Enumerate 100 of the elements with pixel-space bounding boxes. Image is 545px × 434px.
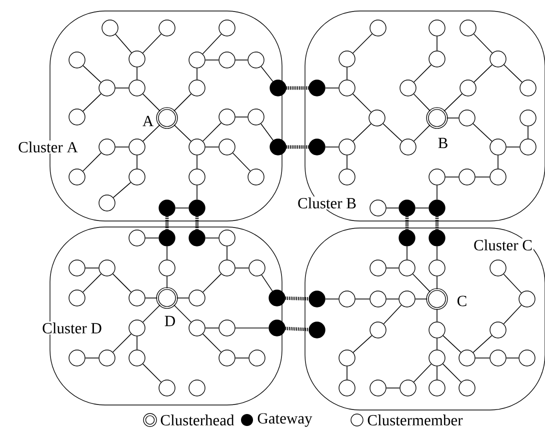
link-line (82, 93, 102, 112)
link-line (166, 276, 168, 289)
head-label: C (457, 296, 466, 306)
link-line (383, 304, 402, 324)
member-circle (458, 110, 476, 126)
link-line (82, 152, 102, 172)
member-circle (520, 80, 536, 96)
member-circle (218, 138, 236, 156)
link-line (354, 298, 370, 300)
member-circle (68, 350, 86, 366)
gateway-link (286, 86, 309, 90)
link-line (436, 366, 438, 380)
member-circle (338, 168, 356, 186)
link-line (112, 274, 132, 292)
member-circle (188, 138, 206, 156)
gateway-dot (308, 138, 326, 156)
member-circle (218, 230, 236, 246)
member-circle (370, 380, 386, 396)
member-circle (398, 290, 416, 308)
link-line (202, 34, 222, 54)
link-line (474, 64, 492, 83)
member-circle (158, 260, 176, 276)
member-circle (98, 350, 116, 366)
link-line (112, 334, 132, 352)
link-line (202, 334, 222, 352)
member-circle (490, 168, 506, 186)
link-line (414, 124, 430, 142)
link-line (82, 65, 102, 83)
gateway-dot (158, 230, 176, 246)
member-circle (128, 80, 146, 96)
link-line (473, 34, 493, 54)
link-line (196, 68, 198, 80)
link-line (406, 246, 408, 260)
link-line (386, 298, 400, 300)
member-circle (68, 290, 86, 306)
member-circle (338, 80, 356, 96)
member-circle (68, 108, 86, 126)
gateway-link (195, 216, 199, 230)
link-line (166, 246, 168, 260)
link-line (506, 146, 520, 148)
member-circle (128, 350, 146, 366)
member-circle (68, 260, 86, 276)
member-circle (68, 52, 86, 68)
link-line (174, 124, 192, 142)
member-circle (158, 380, 176, 396)
link-line (115, 34, 132, 54)
link-line (82, 274, 102, 292)
member-circle (98, 260, 116, 276)
link-line (436, 276, 438, 290)
link-line (472, 123, 492, 142)
link-line (226, 246, 228, 260)
member-circle (428, 260, 446, 276)
member-circle (370, 20, 386, 36)
member-circle (520, 110, 536, 126)
member-circle (370, 322, 386, 338)
link-line (260, 123, 274, 141)
head-label: A (142, 116, 154, 126)
link-line (346, 366, 348, 380)
member-circle (490, 138, 506, 156)
gateway-dot (270, 138, 286, 156)
link-line (136, 66, 138, 80)
link-line (436, 36, 438, 52)
member-circle (490, 260, 506, 276)
head-label: D (164, 316, 175, 326)
link-line (472, 335, 492, 353)
link-line (444, 93, 462, 112)
link-line (442, 364, 462, 382)
link-line (204, 146, 220, 148)
gateway-dot (158, 200, 176, 216)
member-circle (188, 52, 206, 68)
cluster-label: Cluster A (17, 140, 79, 154)
cluster-label: Cluster B (296, 196, 358, 210)
member-circle (428, 322, 446, 338)
member-circle (188, 320, 206, 336)
gateway-dot (428, 230, 446, 246)
member-circle (68, 168, 86, 186)
member-circle (128, 230, 146, 246)
member-circle (218, 52, 236, 68)
gateway-dot (308, 322, 326, 338)
link-line (136, 154, 138, 170)
link-line (142, 34, 162, 54)
member-circle (158, 20, 176, 36)
member-circle (218, 320, 236, 336)
link-line (346, 154, 348, 170)
link-line (346, 66, 348, 80)
member-circle (370, 290, 386, 308)
link-line (196, 154, 198, 170)
link-line (136, 336, 138, 350)
member-circle (518, 350, 536, 366)
member-circle (518, 290, 536, 308)
member-circle (248, 350, 266, 366)
member-circle (338, 380, 356, 396)
member-circle (248, 52, 264, 68)
link-line (196, 184, 198, 200)
member-circle (98, 138, 116, 156)
gateway-link (285, 296, 309, 300)
member-circle (98, 194, 116, 212)
link-line (261, 274, 273, 292)
link-line (352, 94, 372, 112)
member-circle (98, 80, 116, 96)
